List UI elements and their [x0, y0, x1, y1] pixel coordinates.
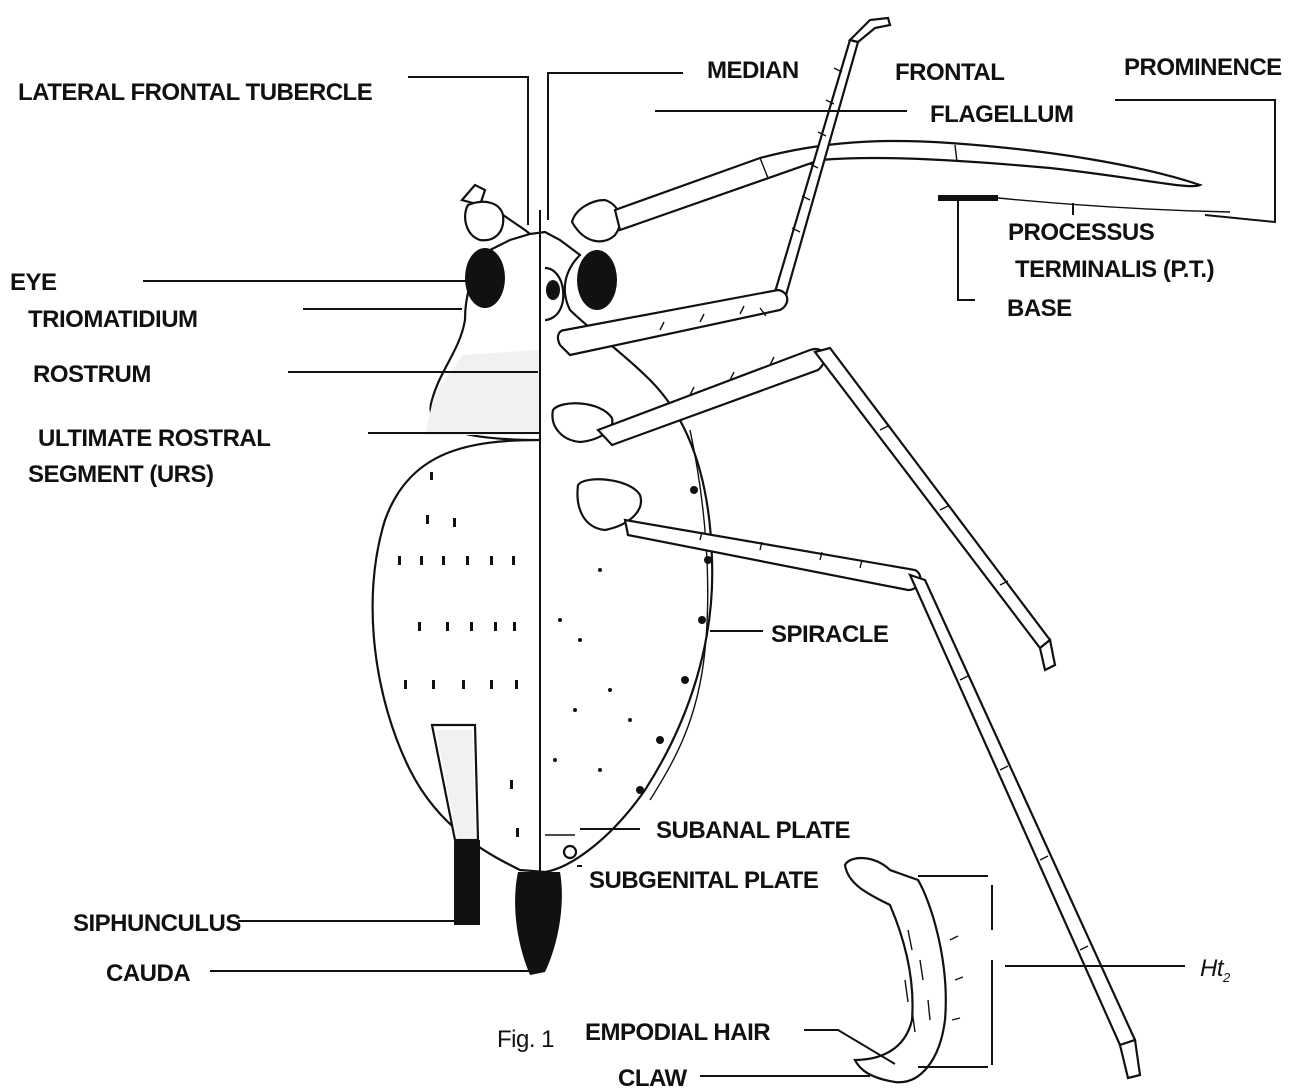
tarsus-inset: [845, 858, 992, 1082]
label-siphunculus: SIPHUNCULUS: [73, 910, 241, 937]
label-spiracle: SPIRACLE: [771, 621, 889, 648]
label-base: BASE: [1007, 295, 1072, 322]
label-processus-terminalis-1: PROCESSUS: [1008, 219, 1155, 246]
aphid-body: [373, 210, 713, 880]
label-lateral-frontal-tubercle: LATERAL FRONTAL TUBERCLE: [18, 79, 373, 106]
label-eye: EYE: [10, 269, 57, 296]
label-median: MEDIAN: [707, 57, 799, 84]
label-subgenital-plate: SUBGENITAL PLATE: [589, 867, 819, 894]
label-urs-1: ULTIMATE ROSTRAL: [38, 425, 270, 452]
label-frontal: FRONTAL: [895, 59, 1004, 86]
label-claw: CLAW: [618, 1065, 688, 1092]
figure-caption: Fig. 1: [497, 1026, 554, 1053]
label-ht2-sub: 2: [1222, 970, 1231, 985]
label-urs-2: SEGMENT (URS): [28, 461, 214, 488]
label-subanal-plate: SUBANAL PLATE: [656, 817, 850, 844]
antenna: [615, 141, 1230, 230]
label-ht2: Ht2: [1200, 955, 1231, 985]
label-empodial-hair: EMPODIAL HAIR: [585, 1019, 770, 1046]
label-rostrum: ROSTRUM: [33, 361, 151, 388]
thorax-band: [425, 350, 540, 435]
label-triomatidium: TRIOMATIDIUM: [28, 306, 198, 333]
label-ht2-main: Ht: [1200, 955, 1225, 982]
eye-right-icon: [577, 250, 617, 310]
label-prominence: PROMINENCE: [1124, 54, 1282, 81]
eye-left-icon: [465, 248, 505, 308]
siphunculus: [432, 725, 480, 925]
label-flagellum: FLAGELLUM: [930, 101, 1073, 128]
label-cauda: CAUDA: [106, 960, 190, 987]
label-processus-terminalis-2: TERMINALIS (P.T.): [1015, 256, 1214, 283]
